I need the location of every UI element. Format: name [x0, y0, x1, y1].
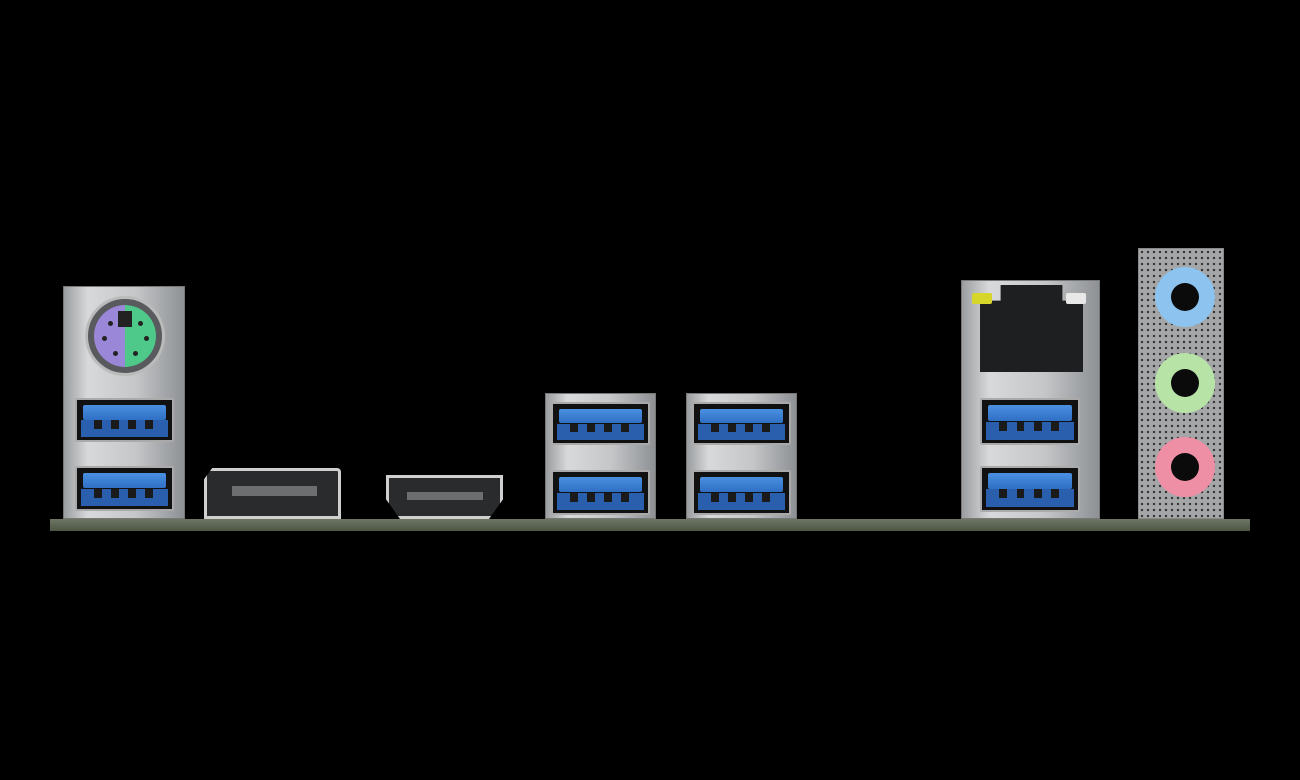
usb-pin [1033, 489, 1042, 499]
ps2-pin [108, 321, 113, 326]
usb-port [551, 470, 650, 515]
ps2-pin [102, 336, 107, 341]
usb-tongue [558, 476, 643, 493]
ps2-pin [113, 351, 118, 356]
usb-tongue [987, 405, 1073, 422]
audio-jack-line-out [1155, 353, 1215, 413]
ps2-pin [138, 321, 143, 326]
usb-pin [762, 423, 770, 433]
usb-pin [1016, 489, 1025, 499]
usb-pin [604, 492, 612, 502]
jack-hole [1171, 453, 1199, 481]
usb-pin [711, 492, 719, 502]
motherboard-pcb-edge [50, 519, 1250, 531]
usb-tongue [82, 404, 167, 420]
audio-jack-panel [1138, 248, 1224, 519]
usb-tongue [699, 476, 784, 493]
ps2-combo-port [85, 296, 165, 376]
usb-pin [999, 421, 1007, 431]
hdmi-contacts [407, 492, 483, 500]
usb-pin [94, 488, 102, 498]
usb-port [692, 470, 791, 515]
usb-port [551, 402, 650, 445]
displayport-contacts [232, 486, 317, 496]
usb-port [75, 398, 174, 442]
jack-hole [1171, 283, 1199, 311]
usb-port [75, 466, 174, 511]
usb-pin [1051, 489, 1059, 499]
jack-hole [1171, 369, 1199, 397]
ps2-pin [133, 351, 138, 356]
usb-pin [587, 423, 595, 433]
usb-pin [587, 492, 595, 502]
usb-pin [145, 420, 153, 429]
usb-pin [604, 423, 612, 433]
usb-tongue [558, 408, 643, 424]
ps2-key-notch [118, 311, 132, 327]
lan-activity-led [972, 293, 992, 304]
usb-pin [621, 492, 629, 502]
usb-port [692, 402, 791, 445]
usb-pin [999, 489, 1007, 499]
usb-pin [745, 492, 753, 502]
lan-link-led [1066, 293, 1086, 304]
usb-pin [128, 488, 136, 498]
usb-pin [111, 420, 119, 429]
usb-pin [711, 423, 719, 433]
usb-pin [762, 492, 770, 502]
ps2-pin [144, 336, 149, 341]
usb-pin [1051, 421, 1059, 431]
usb-tongue [82, 472, 167, 489]
usb-port [980, 398, 1080, 445]
usb-pin [570, 492, 578, 502]
usb-pin [94, 420, 102, 429]
usb-pin [728, 423, 736, 433]
displayport [204, 468, 341, 519]
usb-tongue [987, 473, 1073, 489]
hdmi-port [386, 475, 503, 519]
usb-tongue [699, 408, 784, 424]
usb-pin [728, 492, 736, 502]
usb-pin [1016, 421, 1025, 431]
usb-pin [1033, 421, 1042, 431]
usb-pin [145, 488, 153, 498]
audio-jack-mic [1155, 437, 1215, 497]
usb-pin [621, 423, 629, 433]
usb-pin [570, 423, 578, 433]
usb-pin [111, 488, 119, 498]
usb-pin [745, 423, 753, 433]
usb-pin [128, 420, 136, 429]
usb-port [980, 466, 1080, 512]
audio-jack-line-in [1155, 267, 1215, 327]
